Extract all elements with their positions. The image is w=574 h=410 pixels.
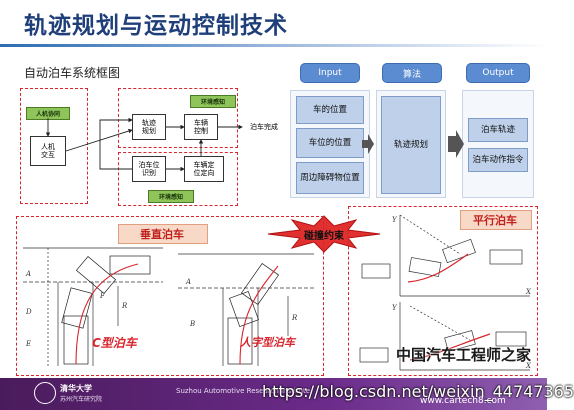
svg-text:A: A xyxy=(25,270,31,278)
output-trajectory: 泊车轨迹 xyxy=(468,118,528,142)
watermark-brand-sub: www.cartech8.com xyxy=(420,396,506,406)
tag-env: 环境感知 xyxy=(190,95,236,108)
perpendicular-panel xyxy=(16,216,324,376)
flow-arrows xyxy=(45,117,243,172)
arrow-algo-to-output xyxy=(448,130,464,158)
parallel-panel xyxy=(348,206,538,376)
dashed-group-top xyxy=(118,88,238,148)
svg-text:Y: Y xyxy=(392,304,398,312)
footer-logo-text: 清华大学 xyxy=(60,384,92,393)
block-hmi: 人机 交互 xyxy=(30,136,66,166)
header-input: Input xyxy=(300,63,360,83)
svg-text:A: A xyxy=(185,278,191,286)
svg-text:Y: Y xyxy=(392,216,398,224)
pipeline-arrows xyxy=(362,130,464,158)
parallel-label: 平行泊车 xyxy=(473,214,517,227)
footer-logo-sub: 苏州汽车研究院 xyxy=(60,396,103,403)
block-done: 泊车完成 xyxy=(242,120,286,134)
svg-text:R: R xyxy=(291,314,298,322)
block-planning: 轨迹 规划 xyxy=(132,114,166,140)
dashed-group-left xyxy=(20,88,88,204)
block-control: 车辆 控制 xyxy=(184,114,218,140)
svg-text:B: B xyxy=(189,320,195,328)
input-slot-position: 车位的位置 xyxy=(296,128,364,158)
svg-text:X: X xyxy=(525,288,532,296)
footer-bar xyxy=(0,378,547,410)
svg-text:X: X xyxy=(525,362,532,370)
parallel-label-bg xyxy=(460,210,532,230)
svg-text:E: E xyxy=(25,340,31,348)
input-obstacle-position: 周边障碍物位置 xyxy=(296,162,364,194)
block-pose: 车辆定 位定向 xyxy=(184,156,224,182)
header-algorithm: 算法 xyxy=(382,63,442,83)
diagram-subtitle: 自动泊车系统框图 xyxy=(24,66,121,80)
system-block-diagram: 人机协同 人机 交互 环境感知 轨迹 规划 车辆 控制 泊车位 识别 车辆定 位… xyxy=(20,80,290,210)
svg-text:F: F xyxy=(99,292,106,300)
ren-type-label: 人字型泊车 xyxy=(240,336,295,349)
page-title: 轨迹规划与运动控制技术 xyxy=(24,13,288,39)
parallel-drawing: Y X Y X xyxy=(359,214,532,371)
collision-burst xyxy=(267,215,381,253)
header-output: Output xyxy=(466,63,530,83)
svg-text:D: D xyxy=(25,308,32,316)
footer-institute: Suzhou Automotive Research Institute xyxy=(176,387,311,395)
algo-trajectory-planning: 轨迹规划 xyxy=(381,96,441,194)
footer-logo xyxy=(34,382,56,404)
output-panel xyxy=(462,90,534,198)
input-car-position: 车的位置 xyxy=(296,96,364,124)
watermark-url: https://blog.csdn.net/weixin_44747365 xyxy=(262,382,574,401)
svg-text:R: R xyxy=(121,302,128,310)
perpendicular-label-bg xyxy=(118,224,208,244)
watermark-brand: 中国汽车工程师之家 xyxy=(396,346,532,364)
dashed-group-bottom xyxy=(118,152,238,206)
arrow-input-to-algo xyxy=(362,134,374,154)
perpendicular-drawing: A D E F R A B R xyxy=(23,247,314,366)
title-underline xyxy=(0,44,547,47)
collision-label: 碰撞约束 xyxy=(304,231,344,242)
c-type-label: C型泊车 xyxy=(92,336,137,350)
perpendicular-label: 垂直泊车 xyxy=(140,228,184,241)
block-localization: 泊车位 识别 xyxy=(132,156,166,182)
tag-env-2: 环境感知 xyxy=(148,190,194,203)
output-commands: 泊车动作指令 xyxy=(468,148,528,172)
